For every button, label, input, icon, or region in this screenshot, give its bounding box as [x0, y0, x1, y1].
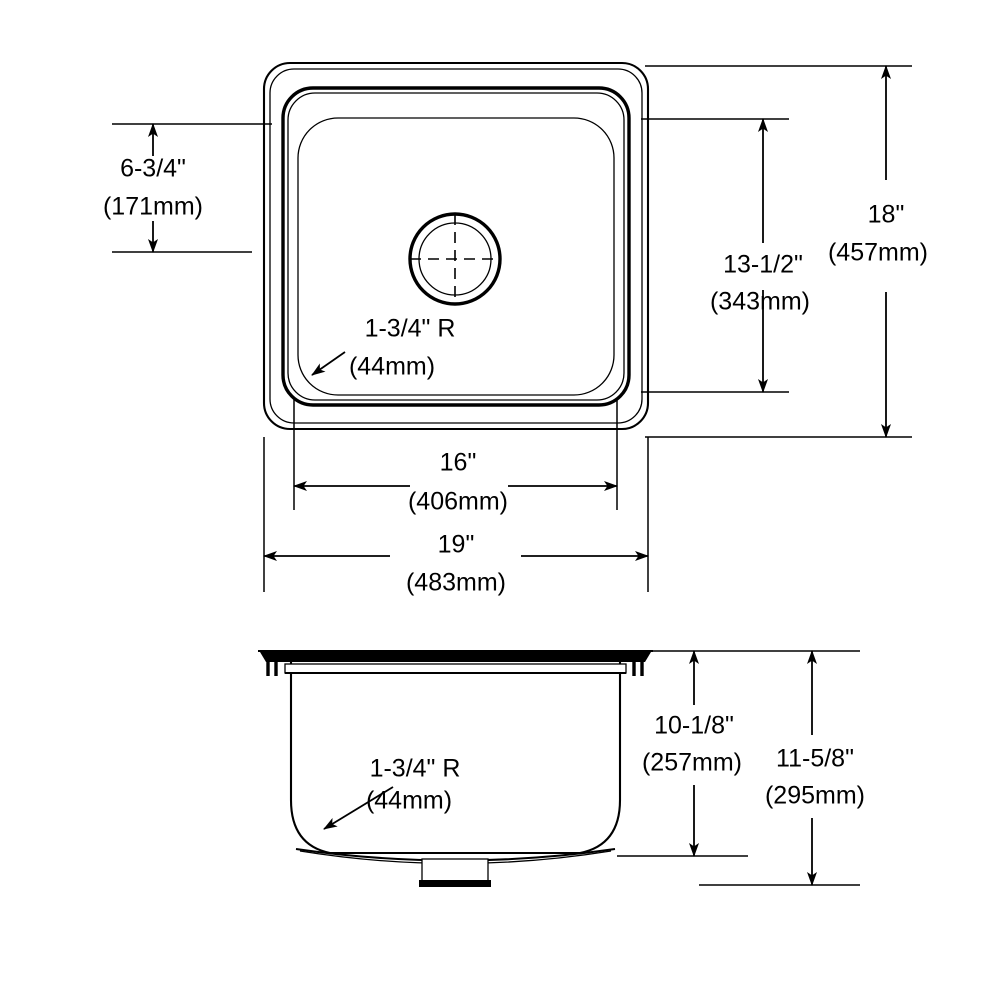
dimension-outer-width: 19" (483mm)	[263, 437, 649, 597]
section-rim-top-plate	[260, 652, 651, 662]
section-radius-imperial-label: 1-3/4" R	[370, 755, 461, 783]
sink-outer-rim-inner-edge	[269, 68, 643, 424]
left-offset-imperial-label: 6-3/4"	[120, 155, 186, 183]
dimension-bowl-depth: 10-1/8" (257mm)	[617, 650, 860, 857]
section-radius-metric-label: (44mm)	[366, 787, 452, 815]
left-offset-metric-label: (171mm)	[103, 193, 203, 221]
section-right-mounting-clips	[632, 661, 644, 676]
inner-height-metric-label: (343mm)	[710, 288, 810, 316]
section-left-mounting-clips	[266, 661, 278, 676]
section-drain-outlet-tube	[421, 858, 489, 884]
outer-width-imperial-label: 19"	[438, 531, 475, 559]
top-radius-leader-line	[311, 351, 346, 376]
top-view-group: 1-3/4" R (44mm)	[262, 61, 650, 431]
dimension-inner-height: 13-1/2" (343mm)	[641, 118, 810, 393]
top-radius-metric-label: (44mm)	[349, 353, 435, 381]
section-drain-outlet-lip	[419, 880, 491, 887]
bowl-depth-metric-label: (257mm)	[642, 749, 742, 777]
overall-depth-imperial-label: 11-5/8"	[776, 745, 854, 773]
bowl-depth-imperial-label: 10-1/8"	[654, 712, 734, 740]
section-radius-leader-line	[323, 786, 394, 830]
inner-width-metric-label: (406mm)	[408, 488, 508, 516]
dimension-overall-depth: 11-5/8" (295mm)	[699, 650, 865, 886]
dimension-inner-width: 16" (406mm)	[293, 398, 618, 516]
inner-height-imperial-label: 13-1/2"	[723, 251, 803, 279]
dimension-left-offset: 6-3/4" (171mm)	[103, 123, 272, 253]
dimension-outer-height: 18" (457mm)	[645, 65, 928, 438]
overall-depth-metric-label: (295mm)	[765, 782, 865, 810]
section-view-group: 1-3/4" R (44mm)	[258, 649, 653, 887]
outer-width-metric-label: (483mm)	[406, 569, 506, 597]
outer-height-metric-label: (457mm)	[828, 239, 928, 267]
top-radius-imperial-label: 1-3/4" R	[365, 315, 456, 343]
sink-bowl-opening-inner-edge	[287, 92, 625, 401]
section-rim-underside-band	[284, 663, 627, 674]
inner-width-imperial-label: 16"	[440, 449, 477, 477]
outer-height-imperial-label: 18"	[868, 201, 905, 229]
